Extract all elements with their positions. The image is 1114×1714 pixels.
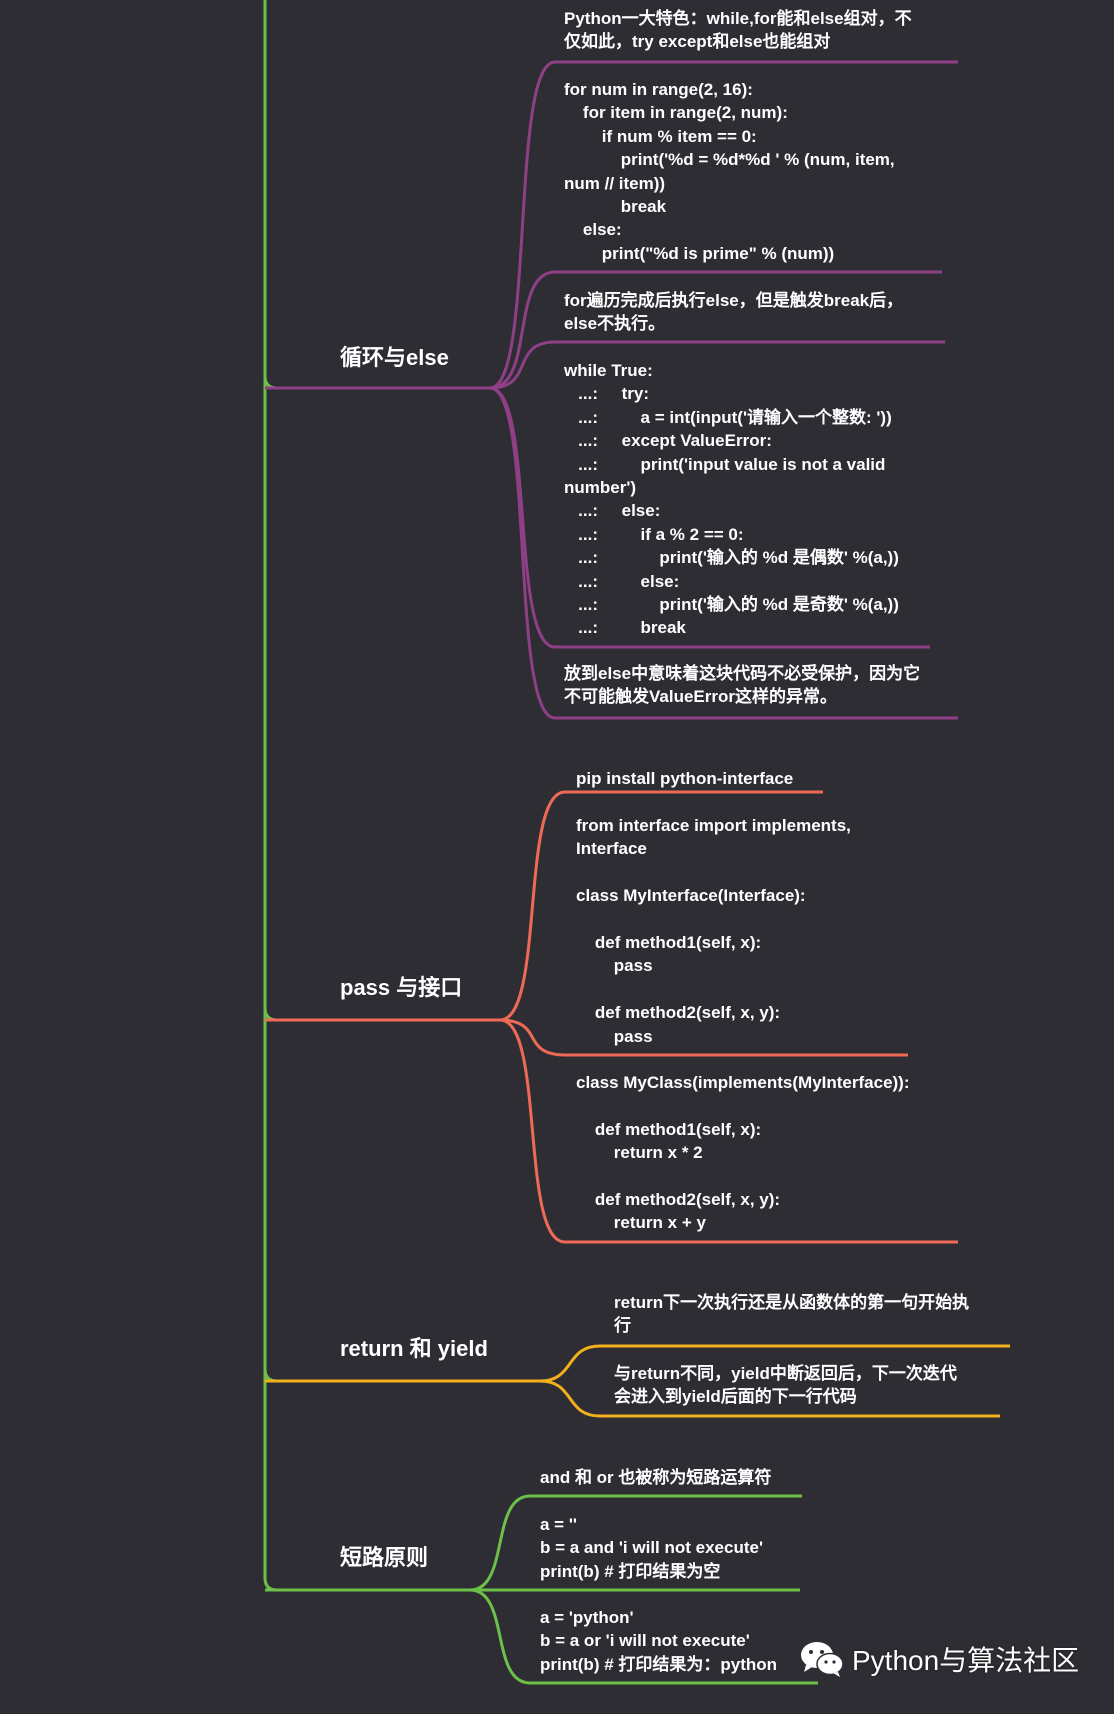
short-circuit-node-2[interactable]: a = '' b = a and 'i will not execute' pr… <box>540 1515 764 1581</box>
trunk-branch-loop-else <box>263 375 490 390</box>
connector-short-1 <box>469 1494 802 1592</box>
connector-return-2 <box>539 1379 1000 1418</box>
connector-loop-else-5 <box>489 386 958 720</box>
connector-loop-else-3 <box>489 340 945 390</box>
topic-pass-interface[interactable]: pass 与接口 <box>340 975 463 1000</box>
trunk-branch-pass-interface <box>263 1007 500 1022</box>
short-circuit-node-1[interactable]: and 和 or 也被称为短路运算符 <box>540 1468 772 1487</box>
wechat-icon <box>798 1639 846 1684</box>
topic-return-yield[interactable]: return 和 yield <box>340 1336 488 1361</box>
connector-pass-2 <box>499 1018 908 1057</box>
topic-short-circuit[interactable]: 短路原则 <box>340 1545 429 1570</box>
short-circuit-node-3[interactable]: a = 'python' b = a or 'i will not execut… <box>540 1608 778 1674</box>
loop-else-node-5[interactable]: 放到else中意味着这块代码不必受保护，因为它 不可能触发ValueError这… <box>564 664 921 707</box>
loop-else-node-3[interactable]: for遍历完成后执行else，但是触发break后， else不执行。 <box>564 291 904 334</box>
pass-node-1[interactable]: pip install python-interface <box>576 769 794 788</box>
trunk-branch-return-yield <box>263 1368 540 1383</box>
loop-else-node-2[interactable]: for num in range(2, 16): for item in ran… <box>564 80 895 263</box>
connector-loop-else-1 <box>489 60 958 390</box>
return-yield-node-2[interactable]: 与return不同，yield中断返回后，下一次迭代 会进入到yield后面的下… <box>614 1364 957 1407</box>
connector-loop-else-2 <box>489 270 942 390</box>
loop-else-node-4[interactable]: while True: ...: try: ...: a = int(input… <box>564 361 899 638</box>
topic-loop-else[interactable]: 循环与else <box>340 345 449 370</box>
connector-short-3 <box>469 1588 818 1685</box>
return-yield-node-1[interactable]: return下一次执行还是从函数体的第一句开始执 行 <box>614 1293 970 1336</box>
loop-else-node-1[interactable]: Python一大特色：while,for能和else组对，不 仅如此，try e… <box>564 9 912 52</box>
pass-node-2[interactable]: from interface import implements, Interf… <box>576 816 851 1046</box>
watermark-text: Python与算法社区 <box>852 1645 1080 1676</box>
watermark: Python与算法社区 <box>798 1641 1079 1681</box>
connector-pass-1 <box>499 790 823 1022</box>
connector-return-1 <box>539 1344 1010 1383</box>
connector-pass-3 <box>499 1018 958 1244</box>
pass-node-3[interactable]: class MyClass(implements(MyInterface)): … <box>576 1073 910 1233</box>
